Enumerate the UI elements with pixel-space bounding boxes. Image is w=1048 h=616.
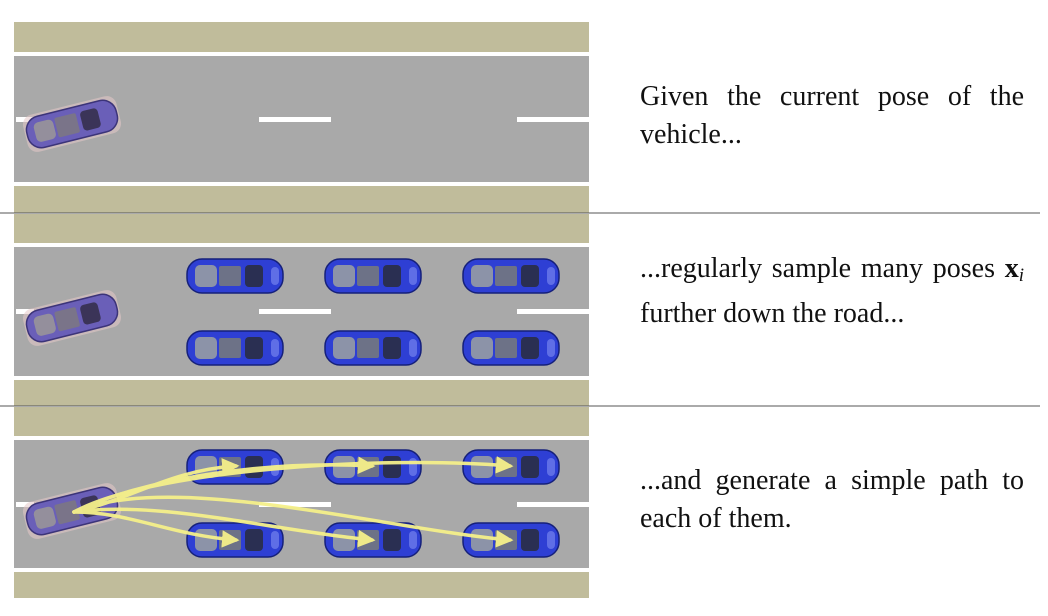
sampled-pose-vehicle xyxy=(462,258,560,294)
lane-dash xyxy=(16,502,34,507)
path-arrow xyxy=(72,456,514,514)
lane-dash xyxy=(517,502,589,507)
panel-3-road xyxy=(14,407,589,598)
sampled-pose-vehicle xyxy=(186,258,284,294)
bottom-edge-line xyxy=(14,376,589,380)
top-edge-line xyxy=(14,52,589,56)
path-arrow xyxy=(72,495,514,548)
sampled-pose-vehicle xyxy=(462,330,560,366)
top-edge-line xyxy=(14,243,589,247)
lane-dash xyxy=(259,117,331,122)
math-variable-x: x xyxy=(1004,253,1019,284)
bottom-edge-line xyxy=(14,568,589,572)
bottom-edge-line xyxy=(14,182,589,186)
top-edge-line xyxy=(14,436,589,440)
caption-text: further down the road... xyxy=(640,298,905,329)
bottom-shoulder xyxy=(14,186,589,213)
top-shoulder xyxy=(14,214,589,243)
path-arrow xyxy=(72,510,240,548)
top-shoulder xyxy=(14,407,589,436)
caption-panel-2: ...regularly sample many poses xi furthe… xyxy=(640,250,1024,333)
sampled-pose-vehicle xyxy=(324,258,422,294)
bottom-shoulder xyxy=(14,572,589,598)
bottom-shoulder xyxy=(14,380,589,406)
caption-text: ...regularly sample many poses xyxy=(640,253,1005,284)
sampled-pose-vehicle xyxy=(324,330,422,366)
panel-1-road xyxy=(14,22,589,213)
lane-dash xyxy=(517,117,589,122)
caption-panel-3: ...and generate a simple path to each of… xyxy=(640,465,1024,534)
panel-2-road xyxy=(14,214,589,406)
path-arrow xyxy=(72,507,376,548)
sampled-pose-vehicle xyxy=(186,330,284,366)
lane-dash xyxy=(259,309,331,314)
caption-panel-1: Given the current pose of the vehicle... xyxy=(640,81,1024,150)
top-shoulder xyxy=(14,22,589,52)
lane-dash xyxy=(259,502,331,507)
lane-dash xyxy=(517,309,589,314)
lane-dash xyxy=(16,309,34,314)
math-subscript-i: i xyxy=(1018,265,1024,286)
